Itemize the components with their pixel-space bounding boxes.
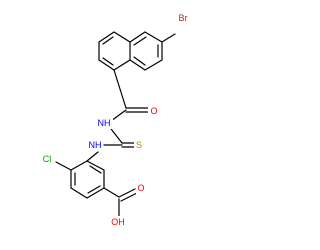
amide-oxygen-atom-label: O [150,106,157,116]
amide-nh-atom-label: NH [98,118,111,128]
chlorine-atom-label: Cl [43,154,52,164]
sulfur-atom-label: S [136,140,142,150]
bond-lines [55,31,176,217]
bromine-atom-label: Br [179,13,188,23]
atom-labels: Br O NH NH S Cl O OH [40,11,190,228]
molecule-structure: Br O NH NH S Cl O OH [40,11,190,228]
hydroxyl-atom-label: OH [111,217,125,227]
thiourea-nh-atom-label: NH [89,140,102,150]
acid-carbonyl-oxygen-atom-label: O [137,183,144,193]
